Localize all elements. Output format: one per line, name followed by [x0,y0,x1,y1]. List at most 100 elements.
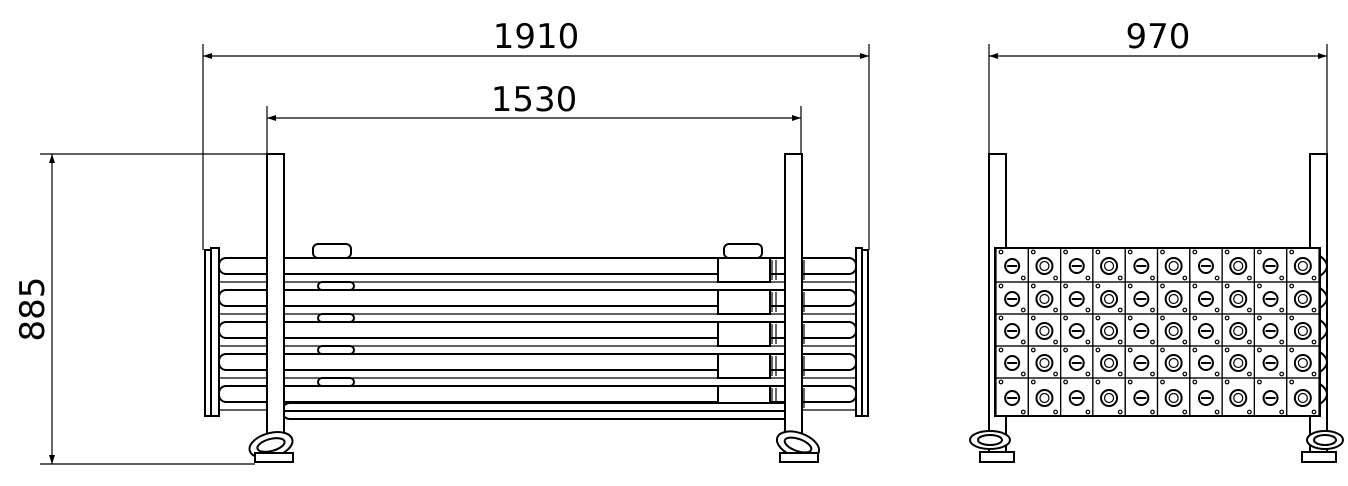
connector-pin [1039,357,1050,369]
bolt-mark [1256,347,1262,353]
bolt-mark [1095,379,1101,385]
connector-socket [1035,322,1054,340]
bolt-mark [1224,379,1230,385]
bolt-mark [1224,283,1230,289]
bolt-mark [1063,283,1068,289]
bolt-mark [1192,379,1198,385]
right-end-plate [855,247,869,417]
connector-pin [1103,293,1115,305]
bolt-mark [1214,409,1220,415]
rack-side-view-icon [204,153,869,463]
connector-socket [1229,290,1248,308]
connector-socket [1068,390,1085,406]
connector-pin [1168,293,1179,305]
connector-socket [1293,354,1312,372]
bolt-mark [1020,371,1026,377]
connector-socket [1229,322,1248,340]
bolt-mark [1053,371,1058,377]
side-bump [1319,383,1328,405]
tube [218,257,857,275]
right-foot [775,430,821,463]
bolt-mark [1095,347,1101,353]
dimension-label-width: 970 [1126,17,1191,57]
connector-pin [1297,325,1308,337]
tube-sleeve [717,257,771,283]
bolt-mark [1214,275,1220,281]
rack-end-view-icon [969,153,1344,463]
connector-socket [1004,355,1021,371]
connector-pin [1103,260,1115,272]
left-post [266,153,285,453]
bolt-mark [1150,307,1155,313]
bolt-mark [998,347,1004,353]
bolt-mark [1289,249,1295,255]
inner-handle [317,281,355,291]
connector-socket [1035,354,1054,372]
bolt-mark [1117,307,1123,313]
connector-socket [1197,291,1214,307]
bolt-mark [1289,315,1295,321]
bolt-mark [1279,339,1285,345]
bolt-mark [1214,339,1220,345]
connector-pin [1103,392,1115,404]
bolt-mark [1289,347,1295,353]
connector-socket [1262,355,1279,371]
tube-bundle [218,257,857,411]
connector-socket [1164,354,1183,372]
connector-pin [1168,325,1179,337]
connector-socket [1133,291,1150,307]
bolt-mark [1256,379,1262,385]
bolt-mark [1085,371,1091,377]
bolt-mark [1311,339,1317,345]
connector-socket [1004,323,1021,339]
bolt-mark [1192,347,1198,353]
bolt-mark [1160,347,1165,353]
connector-pin [1297,260,1308,272]
bolt-mark [1311,371,1317,377]
bolt-mark [1289,283,1295,289]
bolt-mark [998,379,1004,385]
connector-pin [1233,357,1244,369]
bolt-mark [1246,409,1252,415]
bolt-mark [1246,371,1252,377]
connector-socket [1035,389,1054,407]
connector-socket [1133,390,1150,406]
bolt-mark [1053,409,1058,415]
connector-socket [1262,291,1279,307]
bolt-mark [1150,275,1155,281]
bolt-mark [1020,339,1026,345]
dimension-height: 885 [13,153,267,465]
bolt-mark [1127,347,1133,353]
bolt-mark [1279,307,1285,313]
connector-pin [1233,293,1244,305]
bolt-mark [1246,339,1252,345]
connector-socket [1133,258,1150,274]
connector-socket [1004,390,1021,406]
side-bump [1319,351,1328,373]
bolt-mark [1053,339,1058,345]
connector-socket [1004,258,1021,274]
bolt-mark [1279,371,1285,377]
bolt-mark [1020,275,1026,281]
connector-pin [1103,357,1115,369]
bolt-mark [1095,249,1101,255]
bolt-mark [1117,409,1123,415]
connector-socket [1100,389,1119,407]
side-bump [1319,319,1328,341]
tube [218,289,857,307]
bolt-mark [1053,307,1058,313]
connector-pin [1168,392,1179,404]
connector-socket [1229,354,1248,372]
left-foot [248,431,294,463]
side-bump [1319,287,1328,309]
connector-cell [1286,377,1320,417]
connector-socket [1197,355,1214,371]
tube [218,321,857,339]
connector-pin [1039,260,1050,272]
bolt-mark [1224,315,1230,321]
connector-pin [1233,325,1244,337]
dimension-overall-length: 1910 [202,17,870,250]
bolt-mark [1085,275,1091,281]
connector-pin [1297,392,1308,404]
top-left-handle [312,243,352,259]
